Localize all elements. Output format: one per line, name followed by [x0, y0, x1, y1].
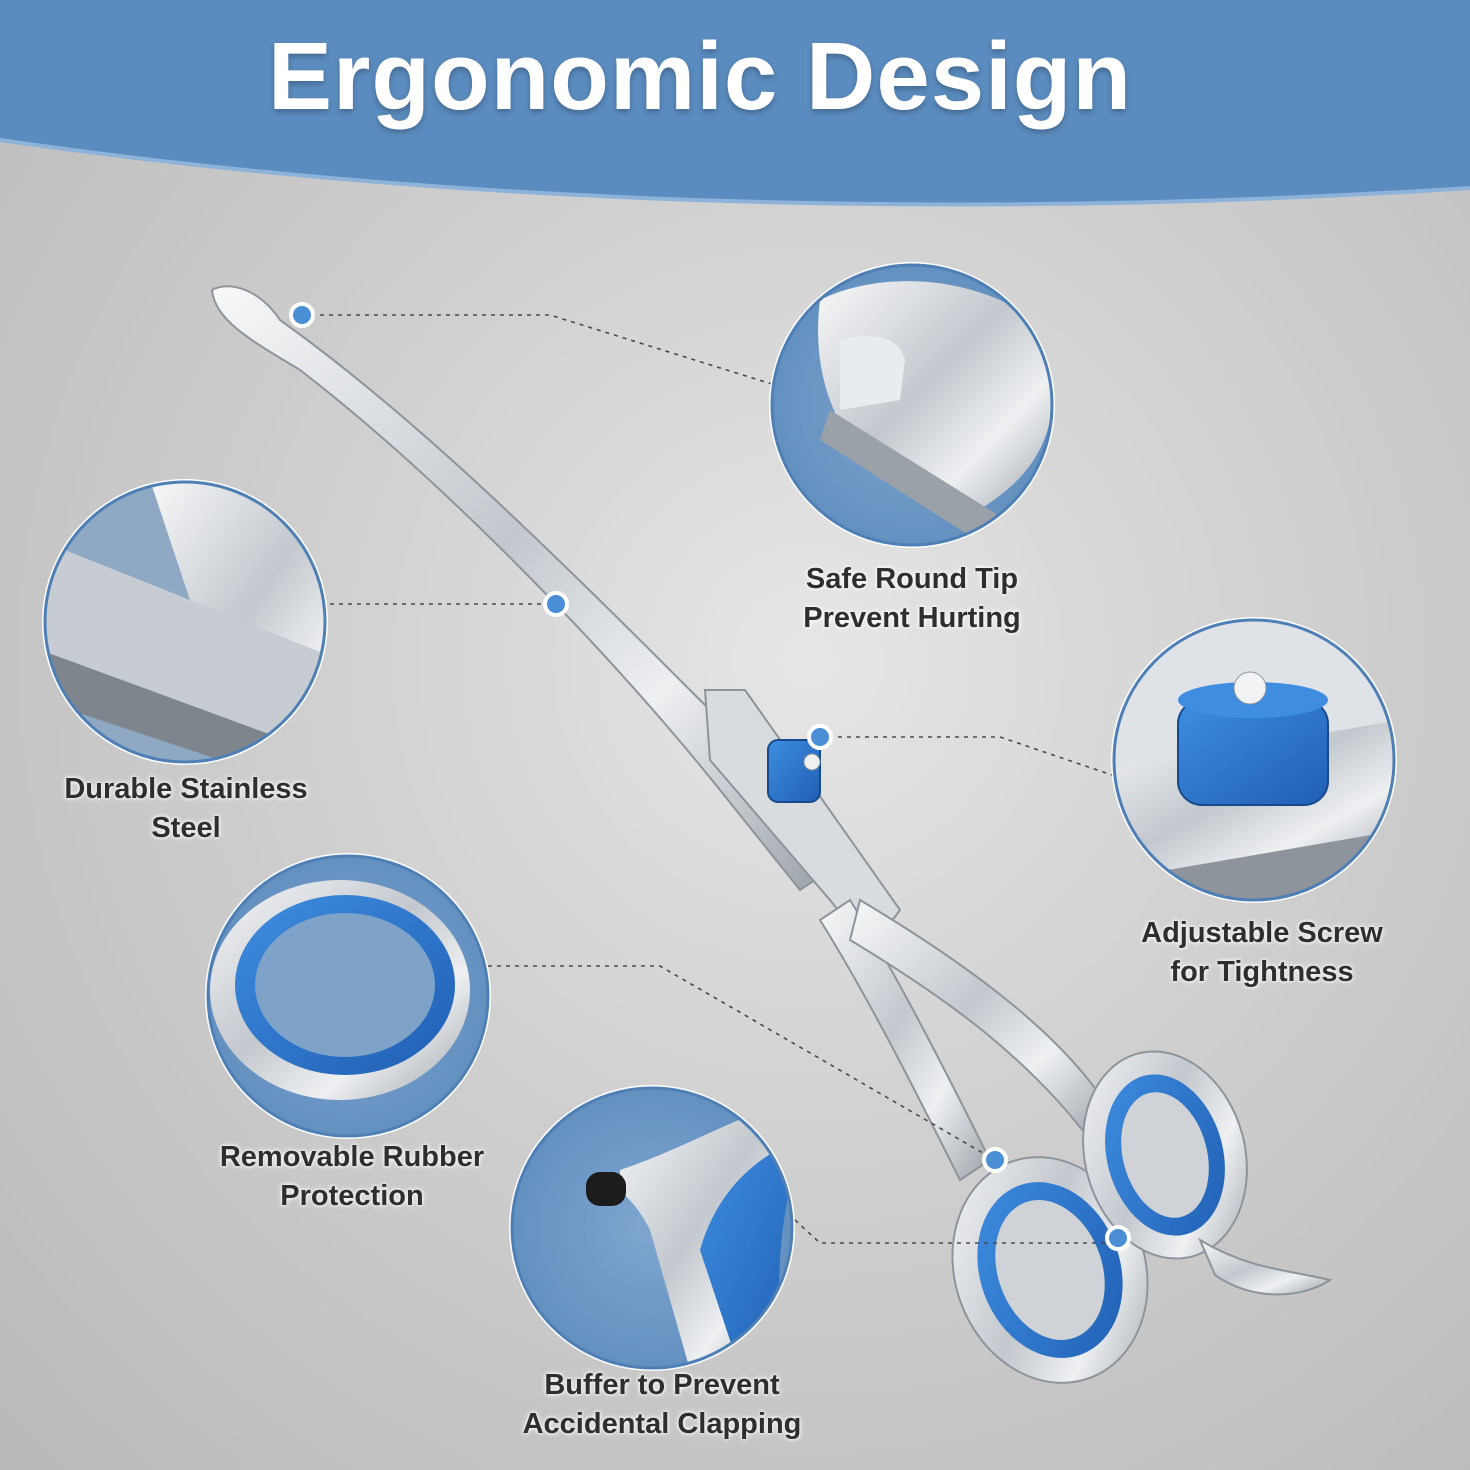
feature-label-adjustable-screw: Adjustable Screw for Tightness — [1100, 914, 1424, 992]
marker-dot-buffer — [1105, 1225, 1131, 1251]
feature-label-line: Safe Round Tip — [805, 563, 1019, 595]
feature-label-line: for Tightness — [1170, 956, 1354, 988]
marker-dot-steel — [543, 591, 569, 617]
page-title: Ergonomic Design — [267, 23, 1133, 130]
header-banner-edge — [0, 138, 1470, 207]
feature-label-rubber-protection: Removable Rubber Protection — [182, 1138, 522, 1216]
marker-dot-tip — [289, 302, 315, 328]
feature-label-round-tip: Safe Round Tip Prevent Hurting — [742, 560, 1082, 638]
connector-tip — [302, 314, 776, 386]
feature-label-line: Steel — [151, 812, 221, 844]
scissors-blade — [210, 285, 832, 892]
feature-label-line: Buffer to Prevent — [544, 1369, 780, 1401]
round-tip-closeup-icon — [769, 262, 1055, 548]
scissors-ring-left-hole — [995, 1200, 1105, 1340]
connector-rubber — [488, 965, 996, 1161]
rubber-ring-closeup-icon — [205, 853, 491, 1139]
scissors-pivot-screw — [767, 739, 821, 803]
header-banner — [0, 0, 1470, 205]
blue-screw-closeup-icon — [1111, 617, 1397, 903]
connector-lines — [302, 314, 1118, 1244]
steel-blade-closeup-icon — [42, 479, 328, 765]
feature-label-line: Adjustable Screw — [1141, 917, 1383, 949]
scissors-finger-rest — [1197, 1237, 1333, 1296]
feature-label-line: Prevent Hurting — [803, 602, 1021, 634]
feature-label-line: Accidental Clapping — [522, 1408, 802, 1440]
buffer-closeup-icon — [509, 1085, 795, 1371]
scissors-shank-left — [818, 898, 992, 1182]
feature-label-line: Removable Rubber — [219, 1141, 485, 1173]
marker-dots — [289, 302, 1131, 1251]
feature-label-line: Protection — [280, 1180, 424, 1212]
connector-screw — [820, 736, 1113, 776]
feature-label-buffer: Buffer to Prevent Accidental Clapping — [482, 1366, 842, 1444]
marker-dot-screw — [807, 724, 833, 750]
scissors-illustration — [210, 285, 1333, 1384]
scissors-ring-right-hole — [1121, 1092, 1209, 1218]
feature-label-stainless-steel: Durable Stainless Steel — [26, 770, 346, 848]
scissors-screw-cap — [803, 753, 821, 771]
marker-dot-rubber — [982, 1147, 1008, 1173]
feature-label-line: Durable Stainless — [64, 773, 308, 805]
connector-buffer — [794, 1219, 1118, 1244]
